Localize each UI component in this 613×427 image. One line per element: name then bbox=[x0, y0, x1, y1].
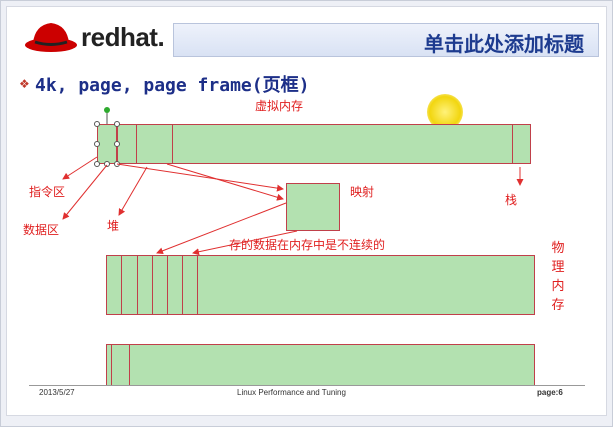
bullet-icon: ❖ bbox=[19, 77, 30, 91]
physical-memory-bar bbox=[106, 255, 535, 315]
footer-date: 2013/5/27 bbox=[39, 388, 75, 397]
lower-memory-strip bbox=[106, 344, 535, 386]
pm-divider bbox=[152, 256, 153, 314]
vm-divider bbox=[512, 125, 513, 163]
pm-divider bbox=[167, 256, 168, 314]
footer-divider bbox=[29, 385, 585, 386]
title-placeholder[interactable]: 单击此处添加标题 bbox=[173, 23, 599, 57]
virtual-memory-label: 虚拟内存 bbox=[255, 99, 304, 113]
data-area-label: 数据区 bbox=[23, 223, 60, 237]
vm-divider bbox=[172, 125, 173, 163]
stack-label: 栈 bbox=[505, 193, 518, 207]
redhat-logo-icon bbox=[25, 23, 77, 52]
instruction-area-label: 指令区 bbox=[29, 185, 66, 199]
arrow-data bbox=[62, 164, 108, 220]
pm-divider bbox=[197, 256, 198, 314]
arrow-instruction bbox=[62, 156, 98, 180]
slide-title[interactable]: 单击此处添加标题 bbox=[424, 32, 584, 56]
arrow-to-mapping-2 bbox=[166, 163, 284, 201]
pm-divider bbox=[121, 256, 122, 314]
heap-label: 堆 bbox=[107, 219, 120, 233]
arrow-heap bbox=[118, 166, 148, 216]
virtual-memory-bar bbox=[117, 124, 531, 164]
slide: redhat. 单击此处添加标题 ❖ 4k, page, page frame(… bbox=[7, 7, 606, 415]
mapping-page-frame bbox=[286, 183, 340, 231]
strip-divider bbox=[129, 345, 130, 385]
vm-divider bbox=[136, 125, 137, 163]
footer-page: page:6 bbox=[537, 388, 563, 397]
noncontiguous-note: 存的数据在内存中是不连续的 bbox=[229, 238, 386, 252]
subtitle: 4k, page, page frame(页框) bbox=[35, 75, 310, 96]
mapping-label: 映射 bbox=[350, 185, 375, 199]
logo-text: redhat. bbox=[81, 22, 165, 52]
pm-divider bbox=[137, 256, 138, 314]
selected-page-block[interactable] bbox=[97, 124, 117, 164]
arrow-to-mapping bbox=[116, 163, 284, 192]
footer-title: Linux Performance and Tuning bbox=[237, 388, 346, 397]
strip-divider bbox=[111, 345, 112, 385]
physical-memory-label: 物 理 内 存 bbox=[551, 241, 565, 313]
slide-header: redhat. 单击此处添加标题 bbox=[7, 7, 606, 61]
pm-divider bbox=[182, 256, 183, 314]
